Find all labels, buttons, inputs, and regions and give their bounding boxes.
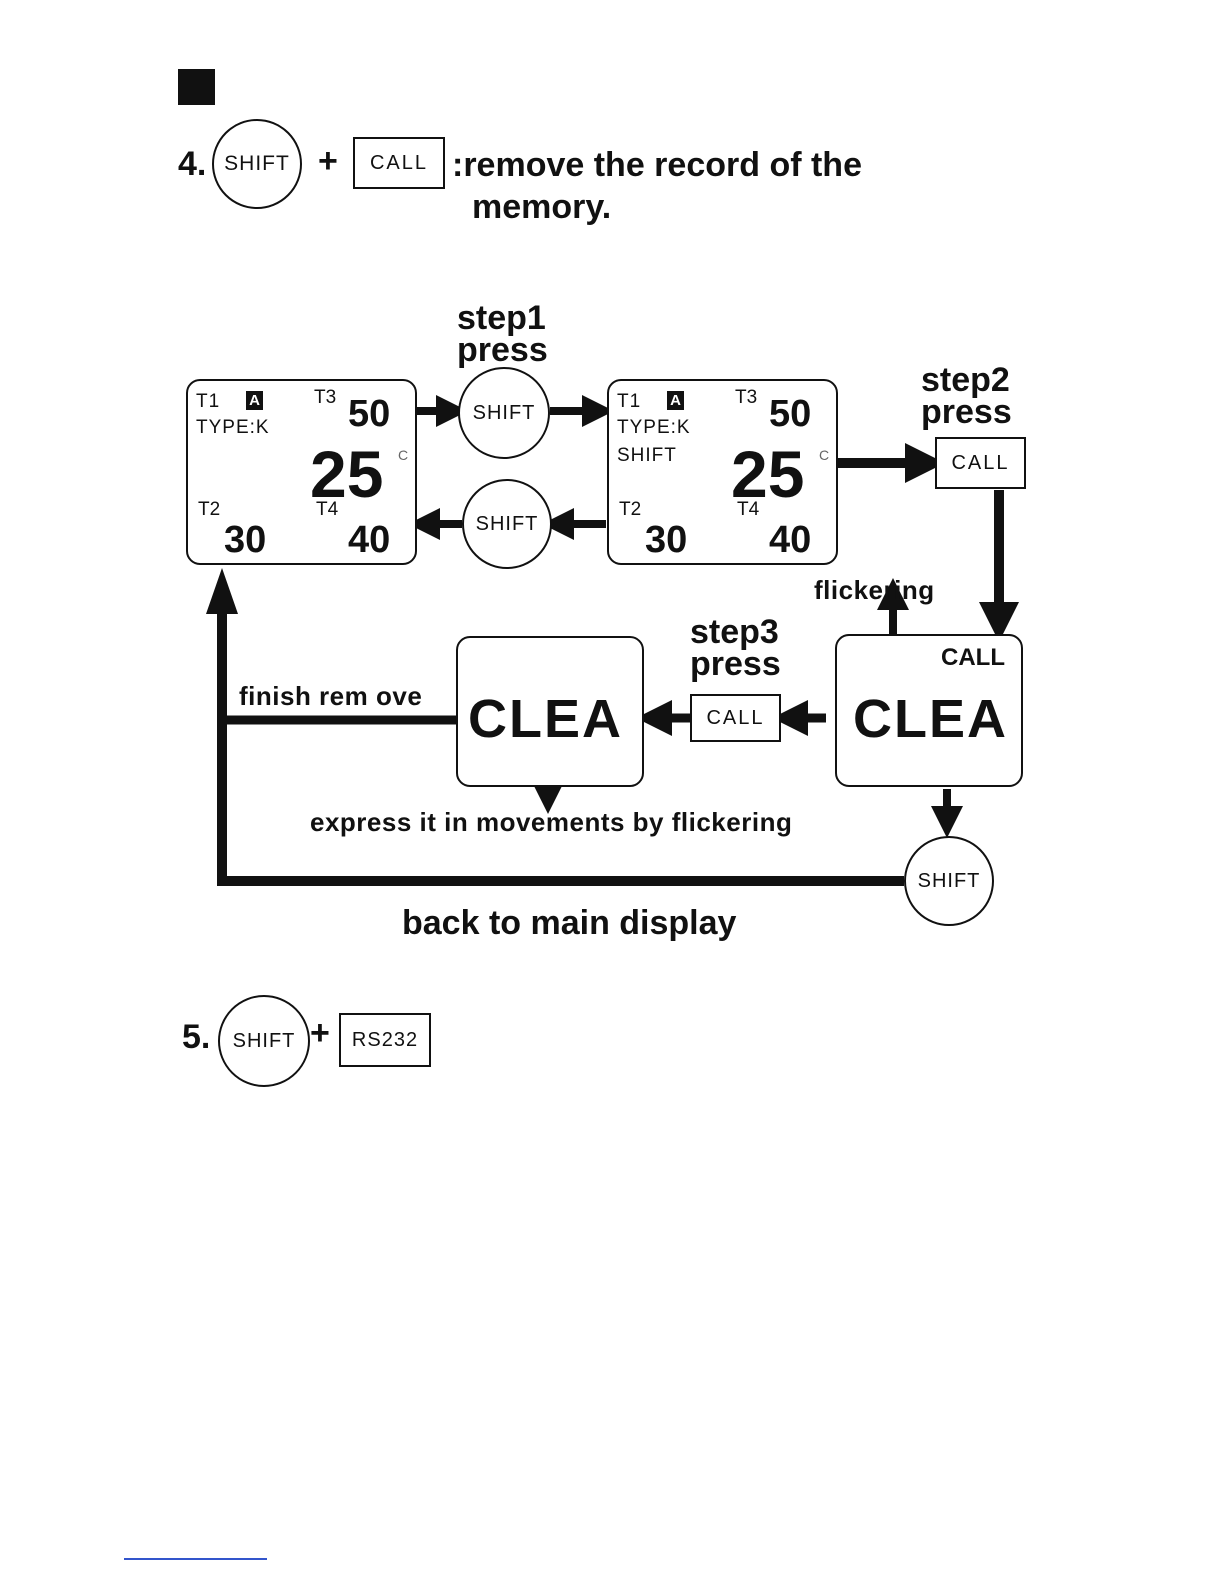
thermocouple-type: TYPE:K: [196, 417, 270, 438]
line-back-to-main: [217, 604, 904, 886]
t4-value: 40: [769, 519, 812, 561]
step2-label-line1: step2: [921, 361, 1010, 399]
t3-label: T3: [314, 387, 337, 408]
t2-label: T2: [619, 499, 642, 520]
item-4-description-line1: :remove the record of the: [452, 146, 862, 184]
rs232-key: RS232: [339, 1013, 431, 1067]
t3-value: 50: [769, 393, 812, 435]
footer-link-rule: [124, 1558, 267, 1560]
item-4-description-line2: memory.: [472, 188, 612, 226]
shift-indicator: SHIFT: [617, 445, 677, 466]
express-flickering-label: express it in movements by flickering: [310, 807, 793, 837]
mode-icon: A: [667, 391, 684, 410]
step1-label-line1: step1: [457, 299, 546, 337]
t2-value: 30: [224, 519, 267, 561]
t2-label: T2: [198, 499, 221, 520]
t1-label: T1: [196, 391, 221, 412]
step2-label-line2: press: [921, 393, 1012, 431]
t4-label: T4: [316, 499, 339, 520]
exit-shift-key: SHIFT: [904, 836, 994, 926]
clea-display-left: CLEA: [456, 636, 644, 787]
shift-display: T1 A TYPE:K SHIFT T3 50 25 C T2 30 T4 40: [607, 379, 838, 565]
item-5-number: 5.: [182, 1018, 211, 1056]
shift-key-item5: SHIFT: [218, 995, 310, 1087]
degree-unit: C: [819, 447, 830, 463]
call-indicator: CALL: [941, 644, 1005, 671]
t2-value: 30: [645, 519, 688, 561]
step1-label-line2: press: [457, 331, 548, 369]
t4-label: T4: [737, 499, 760, 520]
finish-remove-label: finish rem ove: [239, 681, 423, 711]
mode-icon: A: [246, 391, 263, 410]
main-display: T1 A TYPE:K T3 50 25 C T2 30 T4 40: [186, 379, 417, 565]
clea-display-right: CALL CLEA: [835, 634, 1023, 787]
call-key-item4: CALL: [353, 137, 445, 189]
arrow-head-back-to-main: [206, 568, 238, 614]
flickering-label: flickering: [814, 575, 935, 605]
degree-unit: C: [398, 447, 409, 463]
step3-label-line1: step3: [690, 613, 779, 651]
plus-sign-item5: +: [310, 1014, 330, 1052]
step2-call-key: CALL: [935, 437, 1026, 489]
clea-text: CLEA: [468, 689, 623, 749]
return-shift-key: SHIFT: [462, 479, 552, 569]
step1-shift-key: SHIFT: [458, 367, 550, 459]
t3-value: 50: [348, 393, 391, 435]
item-4-number: 4.: [178, 145, 207, 183]
plus-sign-item4: +: [318, 142, 338, 180]
shift-key-item4: SHIFT: [212, 119, 302, 209]
step3-call-key: CALL: [690, 694, 781, 742]
main-reading: 25: [731, 437, 805, 511]
section-bullet: [178, 69, 215, 105]
step3-label-line2: press: [690, 645, 781, 683]
back-to-main-label: back to main display: [402, 904, 737, 942]
thermocouple-type: TYPE:K: [617, 417, 691, 438]
t4-value: 40: [348, 519, 391, 561]
clea-text: CLEA: [853, 689, 1008, 749]
t3-label: T3: [735, 387, 758, 408]
t1-label: T1: [617, 391, 642, 412]
main-reading: 25: [310, 437, 384, 511]
